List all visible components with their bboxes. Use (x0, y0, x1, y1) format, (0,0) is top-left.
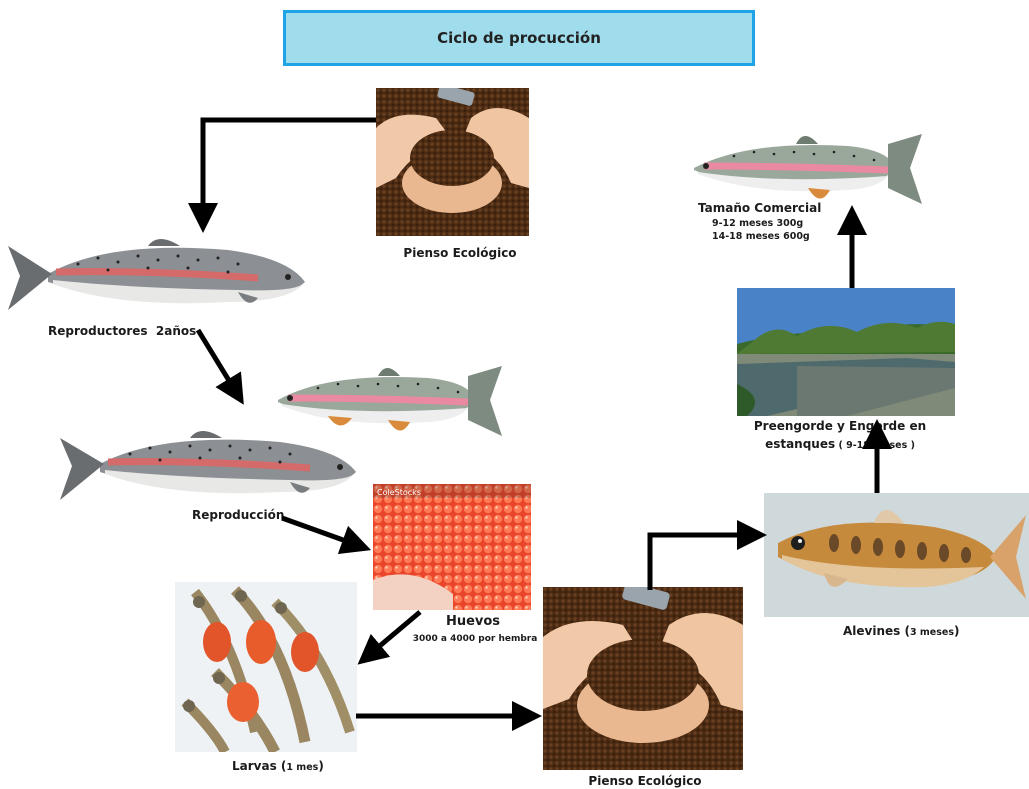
arrow-feed-to-fingerlings (650, 535, 752, 590)
arrow-spawning-to-eggs (282, 518, 357, 545)
arrow-eggs-to-larvae (369, 612, 420, 655)
arrow-feed-to-broodstock (203, 120, 376, 218)
arrow-broodstock-to-spawning (198, 330, 236, 392)
